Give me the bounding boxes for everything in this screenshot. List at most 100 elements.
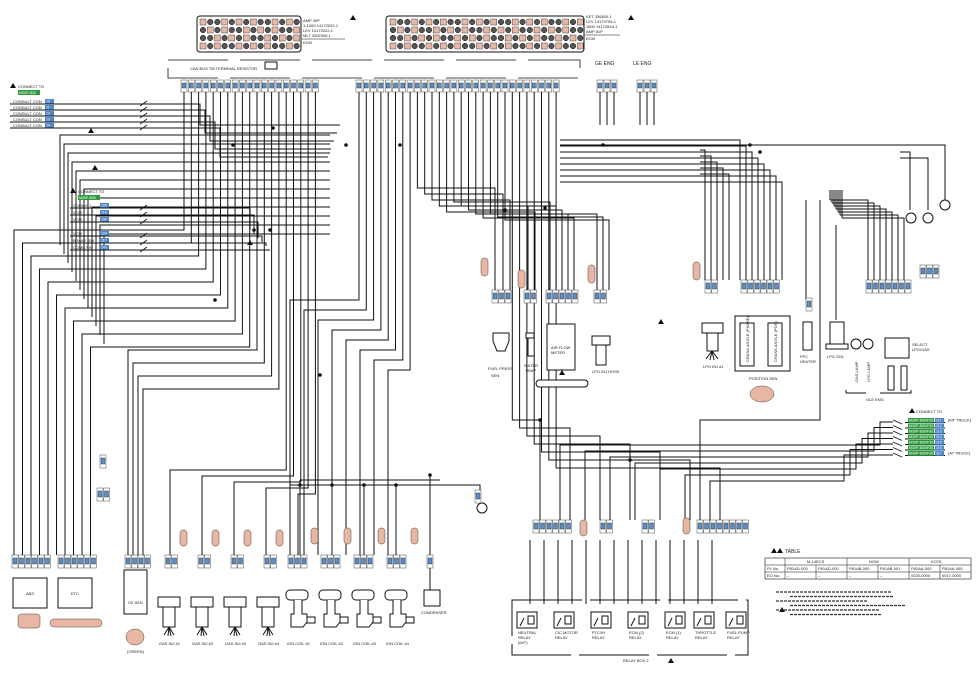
wire [700, 149, 706, 280]
connector-cavity [411, 18, 418, 26]
wire [700, 161, 718, 280]
connector-cavity [490, 34, 497, 42]
air-flow-meter: AIR FLOW METER [535, 323, 589, 388]
wire [73, 92, 236, 555]
connector-pin-mark [71, 557, 77, 565]
label: HEATER [800, 359, 816, 364]
junction-dot [231, 143, 235, 147]
relay-label: RELAY [592, 635, 605, 640]
connector-icon [343, 527, 352, 545]
connector-cavity [264, 18, 271, 26]
connector-cavity [519, 34, 526, 42]
connector-icon [692, 261, 701, 281]
connector-icon [587, 264, 596, 284]
wire [13, 92, 185, 555]
signal-label: COMB SW [73, 245, 93, 250]
harness-pin-mark [495, 82, 500, 89]
injector-label: GAS INJ #1 [159, 641, 181, 646]
connector-cavity [286, 34, 293, 42]
connector-cavity [221, 42, 228, 50]
connector-cavity [555, 34, 562, 42]
connector-cavity [397, 34, 404, 42]
harness-pin-mark [451, 82, 457, 89]
wire [91, 206, 330, 317]
harness-pin-mark [510, 82, 515, 89]
connector-cavity [206, 26, 214, 34]
relay-switch-icon [630, 617, 636, 627]
wire [560, 151, 753, 280]
table-cell: P81AB-001 [880, 566, 901, 571]
connector-cavity [235, 34, 243, 42]
warning-icon [92, 165, 98, 170]
connector-badge [908, 423, 934, 429]
table-cell: P81AA-000 [942, 566, 963, 571]
water-temp-sensor: WATER TEMP [524, 332, 538, 373]
label: GAS LAMP [854, 361, 859, 382]
relay-label: RELAY [695, 635, 708, 640]
relay-coil-icon [704, 615, 712, 625]
connector-cavity [257, 34, 264, 42]
harness-pin-mark [637, 82, 643, 89]
wire [559, 421, 893, 520]
wire [424, 92, 504, 290]
connector-pin-mark [697, 522, 703, 530]
label: PFC [800, 354, 808, 359]
harness-pin-mark [611, 82, 617, 89]
junction-dot [398, 143, 402, 147]
relay-switch-icon [593, 617, 599, 627]
le-eng-label: LE ENG [633, 61, 651, 67]
junction-dot [748, 143, 752, 147]
connector-cavity [447, 26, 454, 34]
connector-cavity [512, 34, 519, 42]
connector-pin-mark [394, 557, 399, 565]
coil-boot [323, 600, 341, 628]
pin-badge [45, 99, 54, 104]
connector-cavity [228, 18, 235, 26]
connector-icon [517, 269, 526, 289]
junction-dot [758, 150, 762, 154]
wire [95, 215, 330, 326]
connector-cavity [562, 34, 569, 42]
connector-pin-mark [205, 557, 210, 565]
ecm-harness: CAN BUS TM TERMINAL RESISTOR GE ENG LE E… [167, 59, 658, 93]
relay-switch-icon [667, 617, 673, 627]
truck-note: (AT TRUCK) [948, 451, 971, 456]
connector-cavity [433, 34, 440, 42]
lpg-inj-hose: LPG INJ HOSE [591, 335, 620, 374]
connector-pin-mark [866, 282, 872, 290]
injector-body [190, 596, 214, 608]
connector-pin-mark [712, 282, 717, 290]
table-group-header: NOW [869, 559, 879, 564]
connector-pin-mark [546, 522, 552, 530]
harness-pin-mark [444, 82, 449, 89]
pin-badge [100, 210, 109, 215]
wire [659, 443, 893, 520]
pin-number: 116 [936, 446, 942, 450]
junction-dot [213, 298, 217, 302]
connector-pin-mark [145, 557, 150, 565]
harness-pin-mark [218, 82, 223, 89]
connector-badge [78, 195, 100, 200]
connector-cavity [483, 26, 490, 34]
connector-pin-mark [19, 557, 24, 565]
connector-cavity [286, 26, 293, 34]
connector-cavity [404, 18, 411, 26]
wire [56, 92, 221, 555]
relay-label: THROTTLE [695, 630, 716, 635]
connector-pin-mark [288, 557, 294, 565]
harness-pin-mark [371, 82, 376, 89]
connector-cavity [569, 42, 577, 50]
connector-cavity [541, 42, 548, 50]
signal-label: VCM [73, 217, 82, 222]
coil-label: IGN COIL #1 [287, 641, 311, 646]
connector-pin-mark [736, 522, 742, 530]
connector-cavity [440, 42, 447, 50]
injector-nozzle [261, 606, 275, 628]
connector-pin-mark [899, 282, 904, 290]
etc-connector [49, 618, 103, 628]
connector-cavity [242, 34, 250, 42]
connector-pin-mark [132, 557, 137, 565]
table-frame [764, 557, 972, 580]
wire [150, 242, 267, 246]
